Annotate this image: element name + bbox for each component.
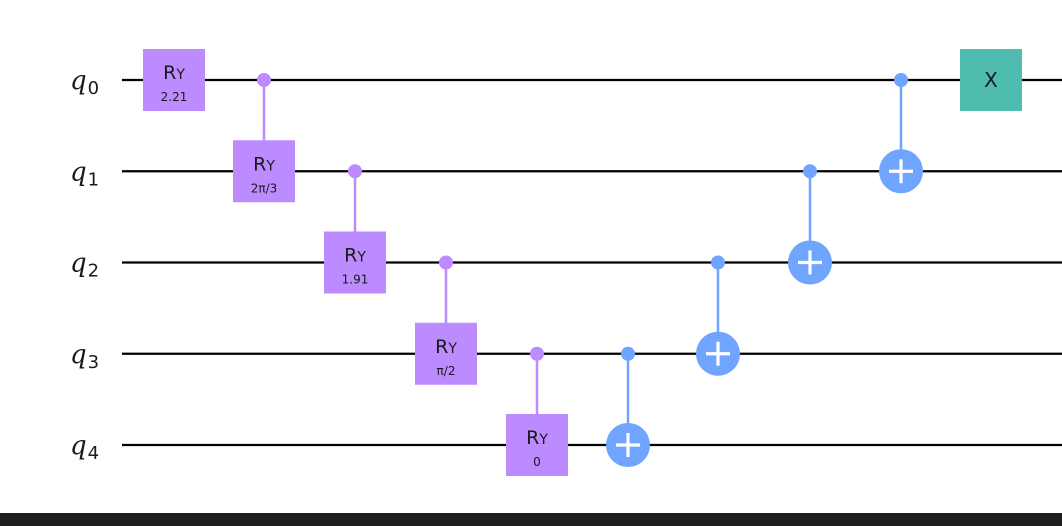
gate-x-9: X <box>960 49 1022 111</box>
gate-cx-5 <box>606 346 650 467</box>
gate-name-subscript: Y <box>175 67 185 83</box>
ry-gate-box <box>143 49 205 111</box>
gate-parameter-label: 2π/3 <box>251 181 278 195</box>
qubit-label-3: q3 <box>70 340 99 373</box>
qubit-index: 3 <box>88 352 99 373</box>
control-dot <box>894 73 908 87</box>
control-dot <box>621 346 635 361</box>
cry-gate-box <box>324 231 386 294</box>
x-gate-box <box>960 49 1022 111</box>
gate-name-label: RY <box>253 153 275 175</box>
gate-cx-6 <box>696 255 740 376</box>
control-dot <box>257 73 271 87</box>
gate-cx-8 <box>879 73 923 194</box>
qubit-index: 2 <box>88 261 99 282</box>
qubit-label-0: q0 <box>70 66 99 99</box>
gate-name-label: RY <box>344 245 366 267</box>
gate-cry-1: RY 2π/3 <box>233 73 295 203</box>
control-dot <box>439 255 453 270</box>
qubit-label-4: q4 <box>70 431 99 464</box>
x-gate-label: X <box>984 68 998 92</box>
control-dot <box>530 346 544 361</box>
gate-parameter-label: π/2 <box>437 364 456 378</box>
cry-gate-box <box>415 322 477 385</box>
qubit-index: 4 <box>88 443 99 464</box>
gate-name-subscript: Y <box>356 250 366 266</box>
gate-parameter-label: 0 <box>533 455 541 469</box>
qubit-label-2: q2 <box>70 249 99 282</box>
bottom-bar <box>0 513 1062 526</box>
gate-name-subscript: Y <box>265 158 275 174</box>
gate-cry-4: RY 0 <box>506 346 568 476</box>
control-dot <box>711 255 725 270</box>
gate-name-label: RY <box>526 427 548 449</box>
control-dot <box>348 164 362 179</box>
gate-parameter-label: 1.91 <box>342 273 369 287</box>
gate-name-label: RY <box>435 336 457 358</box>
gate-cry-3: RY π/2 <box>415 255 477 385</box>
control-dot <box>803 164 817 179</box>
cry-gate-box <box>506 414 568 476</box>
cry-gate-box <box>233 140 295 203</box>
gate-name-subscript: Y <box>538 432 548 448</box>
gate-ry-0: RY 2.21 <box>143 49 205 111</box>
gate-parameter-label: 2.21 <box>161 90 188 104</box>
qubit-index: 1 <box>88 169 99 190</box>
qubit-label-1: q1 <box>70 157 99 190</box>
gate-name-label: RY <box>163 62 185 84</box>
gate-name-subscript: Y <box>447 341 457 357</box>
qubit-labels-layer: q0 q1 q2 q3 q4 <box>70 66 99 464</box>
gate-cry-2: RY 1.91 <box>324 164 386 294</box>
gate-cx-7 <box>788 164 832 285</box>
qubit-index: 0 <box>88 78 99 99</box>
